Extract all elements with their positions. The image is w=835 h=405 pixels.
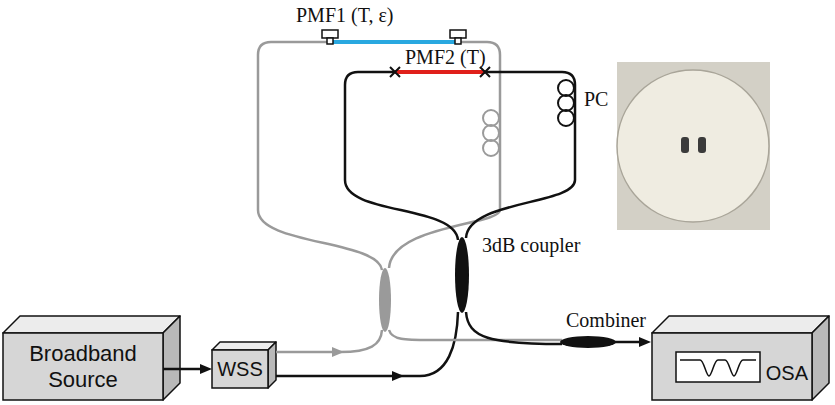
arrowhead <box>200 364 212 374</box>
stress-rod <box>681 137 689 153</box>
screen <box>676 352 760 382</box>
box-side-face <box>163 316 180 400</box>
arrowhead <box>639 337 651 347</box>
part-label: 3dB coupler <box>482 234 580 256</box>
box-top-face <box>3 316 180 333</box>
arrowhead <box>332 347 344 357</box>
output-fiber <box>614 341 640 344</box>
stress-rod <box>698 137 706 153</box>
arrow-shaft <box>163 368 202 371</box>
pc-coil <box>558 95 574 111</box>
pmf1-segment <box>330 40 458 44</box>
grey-coil <box>483 125 499 141</box>
pc-coil <box>558 80 574 96</box>
3db-coupler <box>455 237 469 313</box>
box-front-face <box>3 333 163 400</box>
part-label: Combiner <box>566 309 646 331</box>
box-side-face <box>812 316 829 400</box>
device-box: OSA <box>652 333 812 400</box>
grey-fiber-loop <box>258 42 500 270</box>
black-input-fiber <box>276 312 458 376</box>
black-fiber-loop <box>345 72 575 240</box>
fiber-connector <box>455 38 461 44</box>
arrowhead <box>392 371 404 381</box>
box-front-face <box>212 350 268 388</box>
pmf2-segment <box>395 70 485 74</box>
pc-coil <box>558 110 574 126</box>
splice-mark <box>390 67 490 77</box>
fiber-end-face <box>617 70 769 222</box>
signal-arrow <box>163 364 212 374</box>
grey-coupler <box>379 268 391 332</box>
box-front-face <box>652 333 812 400</box>
part-label: PMF1 (T, ε) <box>296 4 393 26</box>
fiber-connector <box>327 38 333 44</box>
box-side-face <box>268 342 276 388</box>
fiber-connector <box>450 30 466 38</box>
combiner <box>560 336 616 348</box>
box-top-face <box>652 316 829 333</box>
grey-coil <box>483 140 499 156</box>
spectrum-trace <box>680 360 756 376</box>
black-output-fiber <box>466 312 562 344</box>
box-top-face <box>212 342 276 350</box>
grey-input-fiber <box>276 330 382 352</box>
device-label: OSA <box>766 362 808 385</box>
fiber-connector <box>322 30 338 38</box>
grey-coil <box>483 110 499 126</box>
part-label: PC <box>584 88 608 110</box>
device-label: WSS <box>217 358 263 381</box>
part-label: PMF2 (T) <box>405 46 486 68</box>
device-label: Broadband Source <box>9 341 157 392</box>
photo-ground <box>617 62 770 230</box>
device-box: Broadband Source <box>3 333 163 400</box>
device-box: WSS <box>212 350 268 388</box>
